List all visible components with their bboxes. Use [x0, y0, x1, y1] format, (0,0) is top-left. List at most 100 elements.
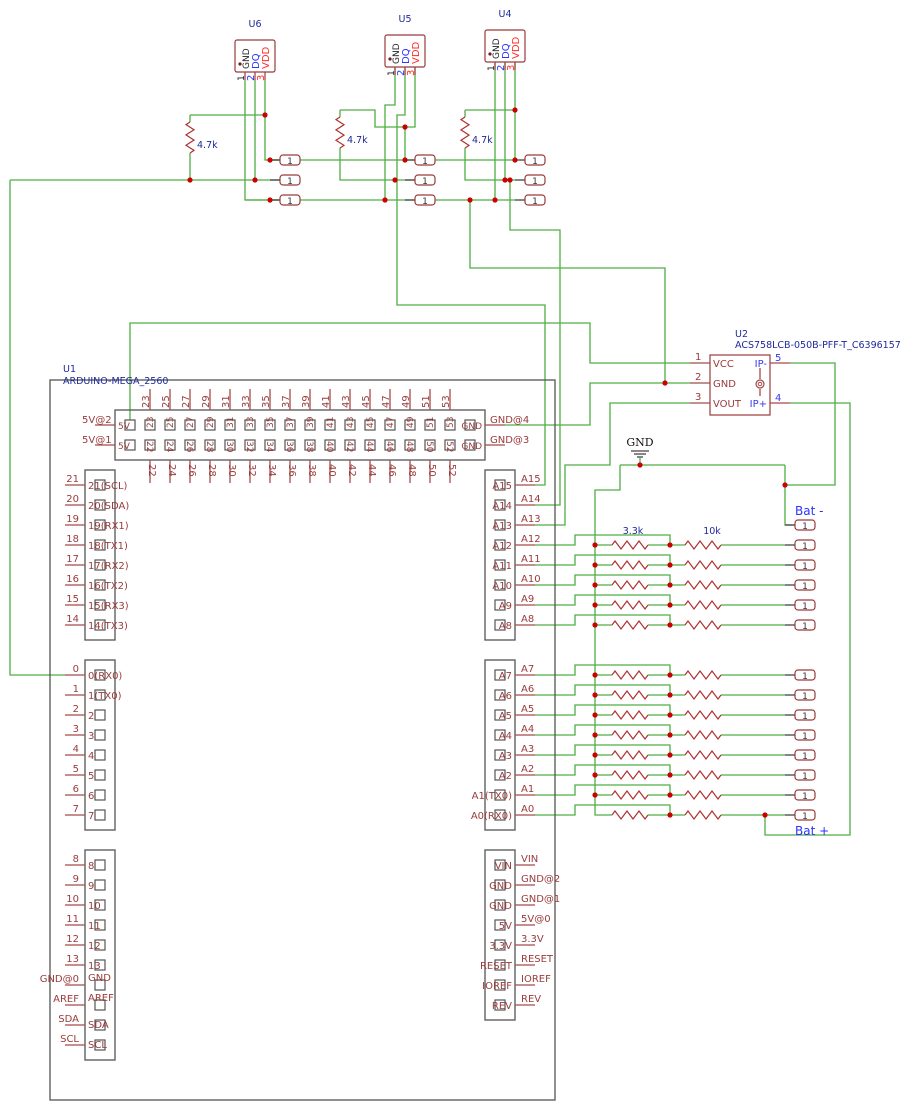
- pin-number-outer: 36: [286, 464, 297, 477]
- divider-connector: [794, 769, 816, 781]
- pin-label-outer: 6: [73, 784, 79, 795]
- u2-ref: U2: [735, 329, 748, 340]
- sensor-pin-number: 3: [256, 75, 267, 81]
- pin-label-inner: GND: [489, 901, 512, 912]
- pin-label-inner: GND: [489, 881, 512, 892]
- junction-dot: [592, 692, 598, 698]
- sensor-pin-name: DQ: [501, 43, 512, 59]
- sensor-connector: [279, 194, 301, 206]
- pin-pad: [204, 439, 216, 451]
- wire-analog-3: [535, 594, 671, 606]
- left-header: [84, 849, 116, 1061]
- sensor-pin-name: GND: [492, 38, 502, 59]
- u2-pin-name: GND: [713, 379, 736, 390]
- pin-label-outer: A0: [521, 804, 534, 815]
- pin-pad: [494, 709, 506, 721]
- pin-label-inner: 12: [88, 941, 101, 952]
- connector-pin-label: 1: [287, 157, 293, 167]
- pin-pad: [444, 439, 456, 451]
- resistor-3.3k: [611, 810, 649, 820]
- wire-analog-12: [535, 804, 671, 816]
- divider-connector: [794, 669, 816, 681]
- pin-pad: [94, 769, 106, 781]
- sensor-connector: [414, 154, 436, 166]
- pin-label-outer: AREF: [53, 994, 79, 1005]
- pin-label-inner: A6: [499, 691, 512, 702]
- pin-pad: [94, 669, 106, 681]
- pin-label-inner: GND: [88, 973, 111, 984]
- right-header: [484, 659, 516, 831]
- pin-label-inner: A11: [492, 561, 512, 572]
- pin-number-inner: 24: [164, 441, 174, 453]
- pin-number-inner: 29: [206, 416, 216, 428]
- wire-5v-vcc: [129, 322, 690, 425]
- pin-number-inner: 23: [146, 417, 156, 428]
- wire-analog-1: [535, 554, 671, 566]
- resistor-3.3k: [611, 730, 649, 740]
- pin-pad: [344, 419, 356, 431]
- pin-pad: [424, 419, 436, 431]
- pin-number-outer: 32: [246, 464, 257, 477]
- u1-ref: U1: [63, 364, 76, 375]
- u2-pin-number: 2: [695, 372, 701, 383]
- resistor-10k: [684, 790, 722, 800]
- pin-label-outer: 11: [66, 914, 79, 925]
- u2-pin-name: VCC: [713, 359, 734, 370]
- junction-dot: [267, 157, 273, 163]
- pin-number-outer: 39: [301, 395, 312, 408]
- pin-number-outer: 27: [181, 395, 192, 408]
- pin-pad: [494, 899, 506, 911]
- pin-number-inner: 52: [444, 441, 454, 452]
- junction-dot: [592, 562, 598, 568]
- sensor-pin-number: 1: [487, 65, 497, 71]
- wire-u5-vdd: [404, 67, 416, 160]
- wire-analog-9: [535, 744, 671, 756]
- pin-number-inner: 34: [264, 441, 274, 453]
- junction-dot: [467, 197, 473, 203]
- pin-label-outer: 7: [73, 804, 79, 815]
- sensor-pin-name: GND: [392, 43, 402, 64]
- junction-dot: [592, 582, 598, 588]
- junction-dot: [402, 124, 408, 130]
- divider-connector: [794, 729, 816, 741]
- pin-label-inner: SCL: [88, 1040, 107, 1051]
- pin-pad: [94, 999, 106, 1011]
- gnd-symbol-label: GND: [626, 436, 653, 449]
- u2-pin-name: IP-: [755, 359, 768, 370]
- divider-connector: [794, 789, 816, 801]
- pin-label-outer: 10: [66, 894, 79, 905]
- pin-number-outer: 42: [346, 464, 357, 477]
- wire-a14: [509, 180, 561, 506]
- pin-number-inner: 31: [226, 417, 236, 428]
- sensor-pin-number: 1: [387, 70, 397, 76]
- pin-number-outer: 47: [381, 395, 392, 408]
- pullup-resistor: [459, 116, 471, 149]
- wire-analog-8: [535, 724, 671, 736]
- junction-dot: [592, 752, 598, 758]
- sensor-connector: [524, 154, 546, 166]
- pin-label-outer: GND@1: [521, 894, 560, 905]
- pin-number-inner: 42: [344, 441, 354, 452]
- pin-number-inner: 49: [406, 416, 416, 428]
- resistor-10k: [684, 620, 722, 630]
- pin-number-outer: 29: [201, 395, 212, 408]
- connector-pin-label: 1: [802, 542, 808, 552]
- sensor-pin-number: 1: [237, 75, 247, 81]
- pin-pad: [494, 559, 506, 571]
- wire-u5-gnd: [384, 67, 396, 200]
- right-header: [484, 469, 516, 641]
- junction-dot: [667, 732, 673, 738]
- pin-pad: [494, 689, 506, 701]
- pin-label-inner: 20(SDA): [88, 501, 129, 512]
- pin-number-inner: 28: [204, 441, 214, 453]
- pin-label-outer: A5: [521, 704, 534, 715]
- pin-number-outer: 43: [341, 395, 352, 408]
- pin-pad: [94, 859, 106, 871]
- pin-pad: [204, 419, 216, 431]
- pullup-value: 4.7k: [347, 135, 368, 146]
- pullup-resistor: [184, 121, 196, 154]
- pin-label-outer: A11: [521, 554, 541, 565]
- connector-pin-label: 1: [802, 602, 808, 612]
- pin-number-outer: 37: [281, 395, 292, 408]
